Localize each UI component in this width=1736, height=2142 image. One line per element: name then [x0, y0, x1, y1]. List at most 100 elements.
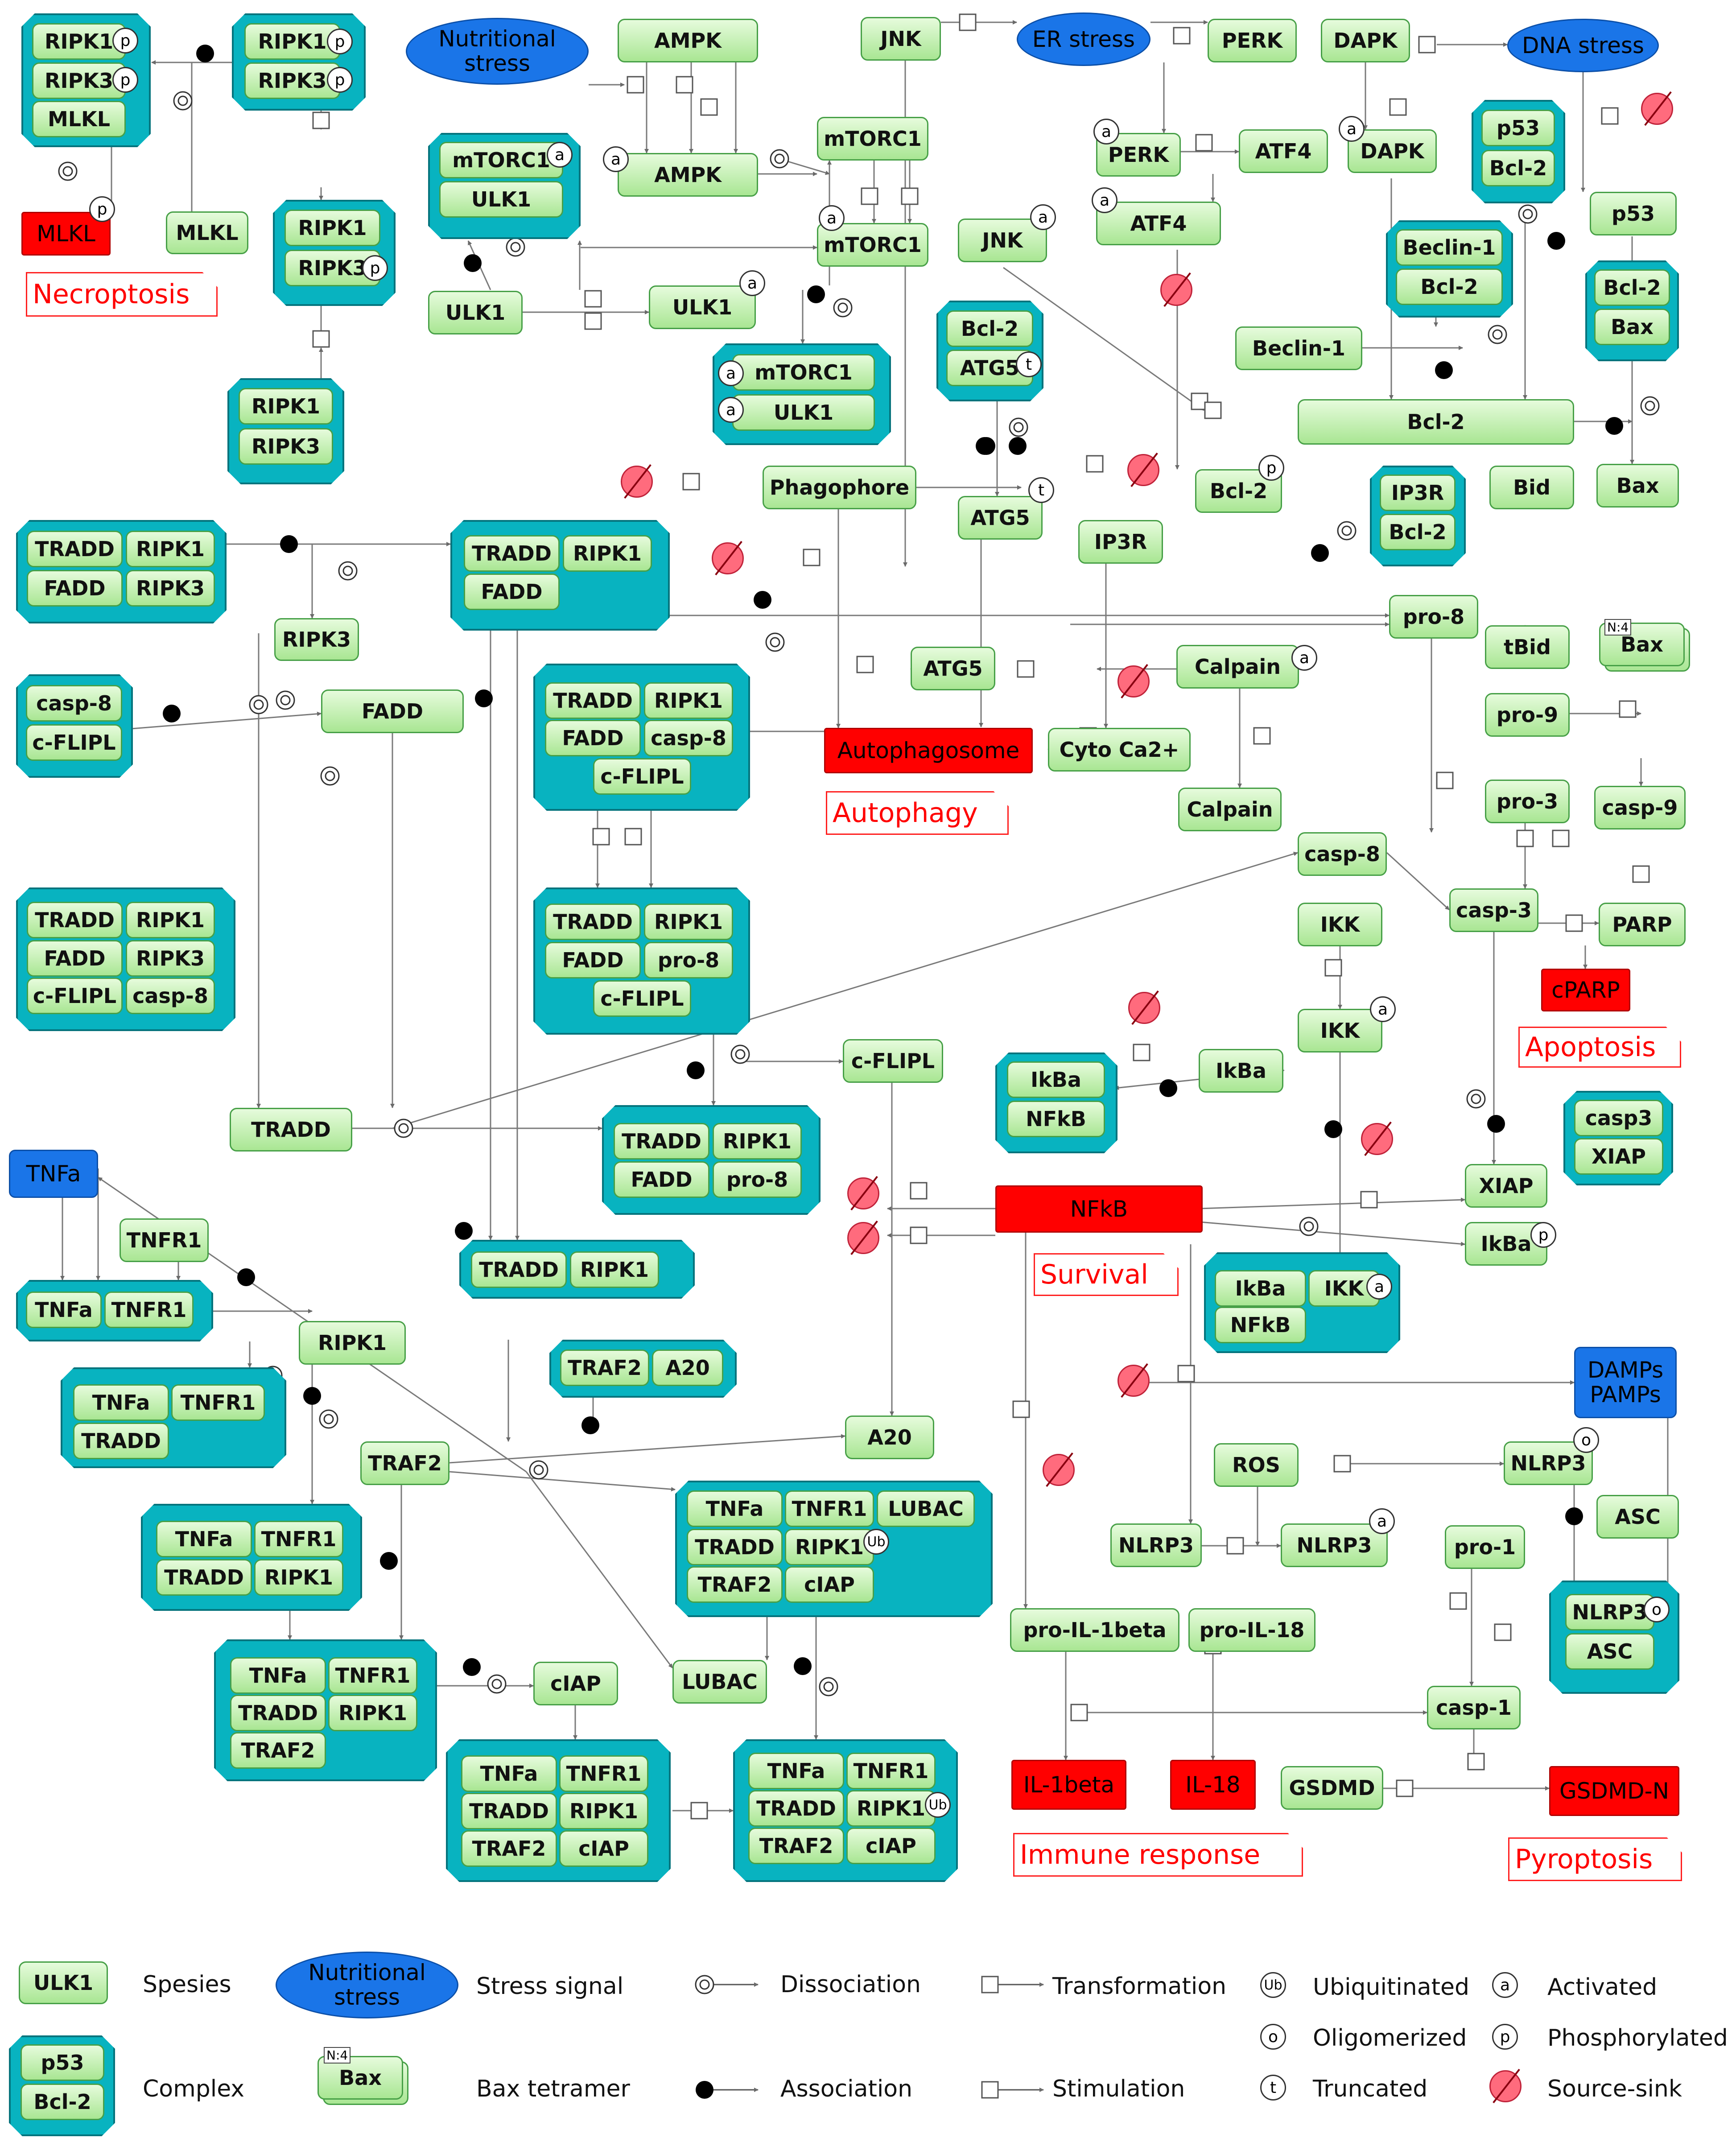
species-tradd[interactable]: TRADD [748, 1790, 844, 1827]
signal-dna-stress[interactable]: DNA stress [1507, 19, 1659, 72]
species-tnfa[interactable]: TNFa [687, 1490, 783, 1527]
species-ip3r[interactable]: IP3R [1380, 475, 1456, 511]
phenotype-il18[interactable]: IL-18 [1170, 1760, 1256, 1810]
species-ciap[interactable]: cIAP [846, 1828, 936, 1864]
species-ripk1[interactable]: RIPK1 [126, 531, 215, 567]
species-tnfr1[interactable]: TNFR1 [559, 1755, 648, 1792]
species-ripk1[interactable]: RIPK1 [126, 902, 215, 938]
species-cflipl[interactable]: c-FLIPL [843, 1039, 943, 1083]
species-fadd[interactable]: FADD [545, 942, 641, 978]
species-beclin1-free[interactable]: Beclin-1 [1235, 326, 1362, 370]
species-tradd[interactable]: TRADD [545, 682, 641, 719]
species-cyto-ca[interactable]: Cyto Ca2+ [1048, 728, 1191, 772]
signal-tnfa[interactable]: TNFa [9, 1150, 98, 1198]
species-tradd[interactable]: TRADD [156, 1559, 252, 1596]
species-ampk[interactable]: AMPK [618, 19, 758, 62]
species-tradd[interactable]: TRADD [614, 1123, 709, 1160]
species-ampk-active[interactable]: AMPK [618, 153, 758, 197]
species-tradd[interactable]: TRADD [461, 1793, 557, 1829]
species-bcl2[interactable]: Bcl-2 [946, 310, 1033, 347]
species-traf2[interactable]: TRAF2 [560, 1350, 649, 1386]
species-nfkb[interactable]: NFkB [1215, 1307, 1306, 1343]
species-mtorc1[interactable]: mTORC1 [439, 142, 563, 178]
species-xiap[interactable]: XIAP [1465, 1164, 1547, 1208]
phenotype-autophagosome[interactable]: Autophagosome [824, 728, 1033, 773]
species-ripk1[interactable]: RIPK1 [328, 1695, 417, 1731]
species-mtorc1[interactable]: mTORC1 [817, 117, 928, 161]
species-beclin1[interactable]: Beclin-1 [1396, 229, 1503, 266]
species-mlkl[interactable]: MLKL [166, 211, 248, 254]
species-atg5-truncated[interactable]: ATG5 [958, 496, 1043, 540]
species-pro1[interactable]: pro-1 [1445, 1525, 1525, 1569]
species-tradd[interactable]: TRADD [27, 902, 123, 938]
species-tnfr1[interactable]: TNFR1 [846, 1753, 936, 1789]
species-ciap[interactable]: cIAP [559, 1830, 648, 1867]
species-ripk3[interactable]: RIPK3 [32, 62, 126, 99]
species-asc[interactable]: ASC [1565, 1633, 1654, 1670]
species-ikba[interactable]: IkBa [1199, 1049, 1283, 1093]
phenotype-mlkl[interactable]: MLKL [21, 212, 111, 256]
species-perk[interactable]: PERK [1208, 19, 1297, 62]
species-ulk1[interactable]: ULK1 [439, 181, 563, 218]
species-ripk1[interactable]: RIPK1 [644, 682, 733, 719]
species-tradd[interactable]: TRADD [687, 1529, 783, 1565]
species-ulk1-active[interactable]: ULK1 [649, 285, 756, 329]
species-tnfr1[interactable]: TNFR1 [104, 1292, 194, 1328]
species-tradd[interactable]: TRADD [230, 1695, 326, 1731]
species-bax[interactable]: Bax [1594, 309, 1670, 345]
species-pro8[interactable]: pro-8 [1389, 595, 1478, 639]
species-atf4-active[interactable]: ATF4 [1096, 202, 1221, 245]
species-ripk1[interactable]: RIPK1 [785, 1529, 874, 1565]
species-jnk-active[interactable]: JNK [958, 219, 1047, 262]
species-tnfr1[interactable]: TNFR1 [120, 1218, 209, 1262]
species-bcl2-main[interactable]: Bcl-2 [1298, 399, 1574, 445]
species-ikba[interactable]: IkBa [1007, 1061, 1105, 1098]
species-bcl2[interactable]: Bcl-2 [1396, 268, 1503, 305]
species-bid[interactable]: Bid [1489, 466, 1574, 509]
species-ripk1[interactable]: RIPK1 [713, 1123, 802, 1160]
species-p53-active[interactable]: p53 [1590, 192, 1677, 235]
species-tradd[interactable]: TRADD [471, 1251, 567, 1288]
species-fadd[interactable]: FADD [464, 574, 560, 610]
species-ciap[interactable]: cIAP [785, 1566, 874, 1603]
species-cflipl[interactable]: c-FLIPL [593, 758, 691, 795]
species-ripk3[interactable]: RIPK3 [274, 618, 359, 661]
species-casp8[interactable]: casp-8 [126, 978, 215, 1014]
phenotype-cparp[interactable]: cPARP [1541, 969, 1630, 1011]
species-mtorc1[interactable]: mTORC1 [732, 354, 875, 391]
species-traf2[interactable]: TRAF2 [687, 1566, 783, 1603]
species-casp8[interactable]: casp-8 [26, 685, 122, 722]
species-a20[interactable]: A20 [652, 1350, 723, 1386]
species-tradd[interactable]: TRADD [73, 1423, 169, 1459]
species-dapk[interactable]: DAPK [1321, 19, 1410, 62]
species-ripk1[interactable]: RIPK1 [239, 388, 333, 425]
species-bcl2[interactable]: Bcl-2 [1594, 269, 1670, 306]
species-calpain-active[interactable]: Calpain [1176, 645, 1299, 689]
species-casp1[interactable]: casp-1 [1427, 1686, 1521, 1729]
species-bcl2[interactable]: Bcl-2 [1380, 514, 1456, 550]
species-asc[interactable]: ASC [1596, 1495, 1679, 1539]
species-tnfa[interactable]: TNFa [230, 1657, 326, 1694]
species-tbid[interactable]: tBid [1485, 625, 1570, 669]
phenotype-gsdmd-n[interactable]: GSDMD-N [1549, 1766, 1679, 1816]
species-tradd[interactable]: TRADD [545, 904, 641, 940]
species-cflipl[interactable]: c-FLIPL [27, 978, 123, 1014]
species-tnfr1[interactable]: TNFR1 [171, 1384, 265, 1421]
species-traf2[interactable]: TRAF2 [360, 1441, 449, 1485]
species-tradd[interactable]: TRADD [27, 531, 123, 567]
species-atg5[interactable]: ATG5 [911, 647, 995, 690]
species-pro8[interactable]: pro-8 [644, 942, 733, 978]
species-tradd[interactable]: TRADD [230, 1108, 352, 1151]
species-lubac[interactable]: LUBAC [877, 1490, 975, 1527]
species-ikk[interactable]: IKK [1298, 903, 1382, 946]
species-traf2[interactable]: TRAF2 [748, 1828, 844, 1864]
species-atf4[interactable]: ATF4 [1239, 129, 1328, 173]
species-ripk1[interactable]: RIPK1 [644, 904, 733, 940]
species-ros[interactable]: ROS [1214, 1443, 1299, 1487]
species-mlkl[interactable]: MLKL [32, 101, 126, 137]
species-cflipl[interactable]: c-FLIPL [26, 724, 122, 761]
species-ripk3[interactable]: RIPK3 [126, 570, 215, 607]
species-dapk-active[interactable]: DAPK [1348, 129, 1437, 173]
species-casp3[interactable]: casp3 [1574, 1100, 1663, 1136]
signal-damps-pamps[interactable]: DAMPs PAMPs [1574, 1347, 1677, 1418]
